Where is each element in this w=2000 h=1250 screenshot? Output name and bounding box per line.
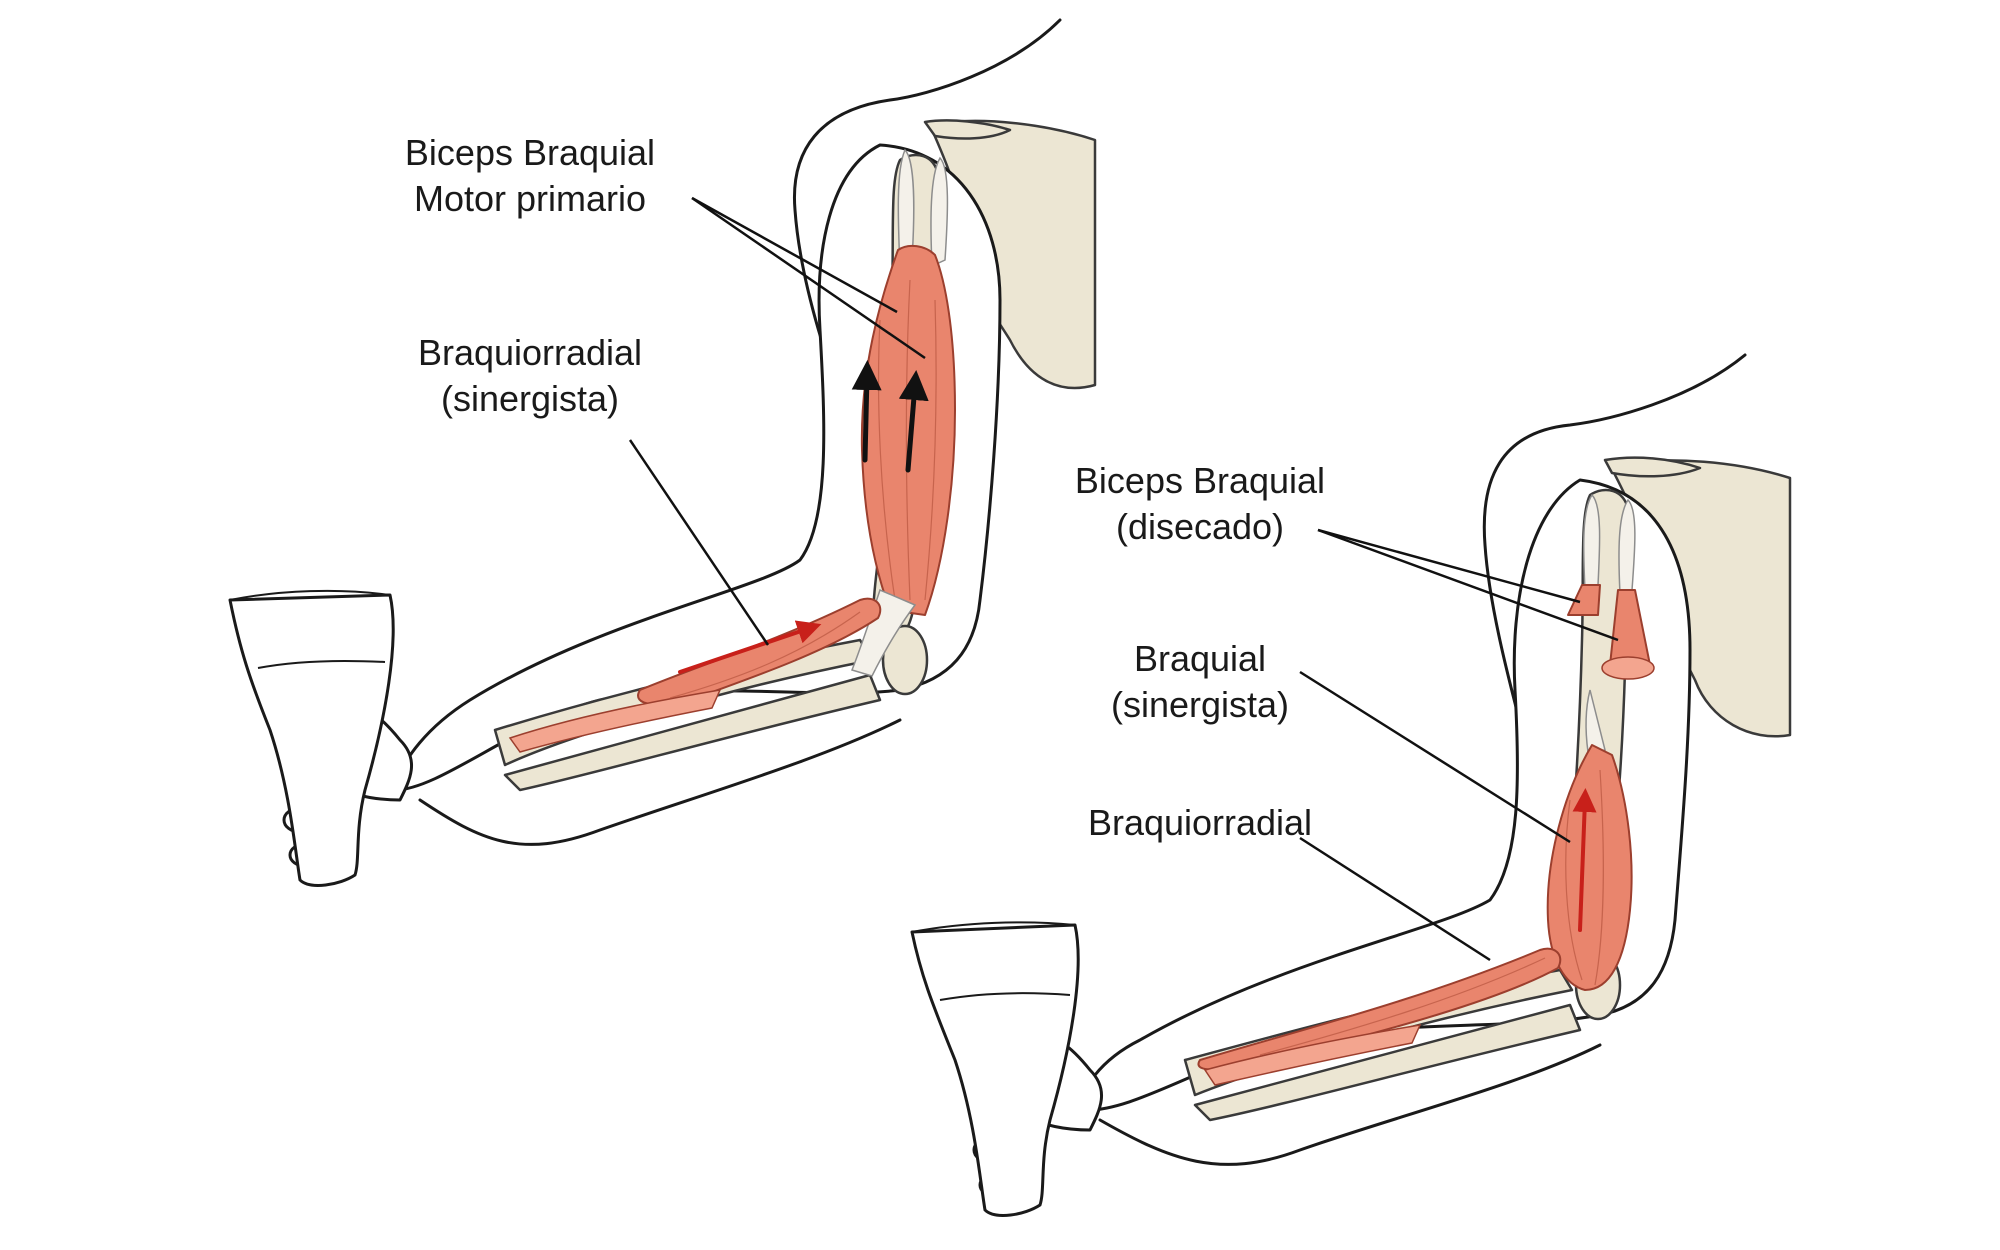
left-glass-water	[257, 659, 386, 669]
left-glass-rim	[229, 589, 391, 601]
label-biceps-dissected-line2: (disecado)	[1115, 506, 1285, 547]
right-forearm-flexor	[1203, 1024, 1422, 1086]
right-biceps-dissected-stump-1	[1567, 584, 1601, 616]
leader-biceps-dissected-a	[1317, 528, 1581, 604]
left-forearm-underline	[418, 718, 902, 846]
right-biceps-cut-surface	[1601, 656, 1655, 680]
left-forearm-flexor	[508, 689, 722, 753]
label-biceps-dissected-line1: Biceps Braquial	[1074, 460, 1326, 501]
leader-brachioradialis	[1299, 836, 1491, 962]
left-ulna	[503, 673, 882, 792]
right-glass-water	[939, 992, 1071, 1001]
left-biceps-arrow-2	[898, 370, 929, 473]
left-acromion	[923, 119, 1012, 140]
right-forearm-underline	[1098, 1043, 1602, 1166]
label-brachioradialis-line1: Braquiorradial	[1087, 802, 1313, 843]
label-brachioradialis-synergist-line2: (sinergista)	[440, 378, 620, 419]
left-brachioradialis-arrow	[678, 620, 822, 674]
left-glass	[228, 593, 395, 887]
leader-brachialis-syn	[1299, 670, 1571, 844]
leader-lines	[628, 196, 1619, 962]
right-biceps-tendon-long	[1582, 493, 1601, 592]
leader-biceps-primary-a	[691, 196, 898, 314]
label-brachialis-synergist: Braquial (sinergista)	[1050, 636, 1350, 728]
leader-biceps-dissected-b	[1317, 528, 1619, 642]
right-arm-illustration	[910, 353, 1792, 1217]
right-acromion	[1603, 456, 1702, 478]
label-brachioradialis: Braquiorradial	[1050, 800, 1350, 846]
label-brachialis-synergist-line2: (sinergista)	[1110, 684, 1290, 725]
label-biceps-primary: Biceps Braquial Motor primario	[380, 130, 680, 222]
left-elbow-condyle	[881, 624, 929, 696]
label-brachioradialis-synergist: Braquiorradial (sinergista)	[380, 330, 680, 422]
right-glass-rim	[911, 921, 1076, 933]
label-biceps-dissected: Biceps Braquial (disecado)	[1050, 458, 1350, 550]
label-biceps-primary-line2: Motor primario	[413, 178, 647, 219]
label-brachioradialis-synergist-line1: Braquiorradial	[417, 332, 643, 373]
right-glass	[910, 923, 1080, 1217]
leader-biceps-primary-b	[691, 196, 926, 360]
label-biceps-primary-line1: Biceps Braquial	[404, 132, 656, 173]
leader-brachioradialis-syn	[628, 439, 770, 646]
right-brachialis-arrow	[1572, 788, 1597, 932]
left-biceps-arrow-1	[851, 360, 882, 463]
right-ulna	[1193, 1003, 1582, 1122]
label-brachialis-synergist-line1: Braquial	[1133, 638, 1267, 679]
